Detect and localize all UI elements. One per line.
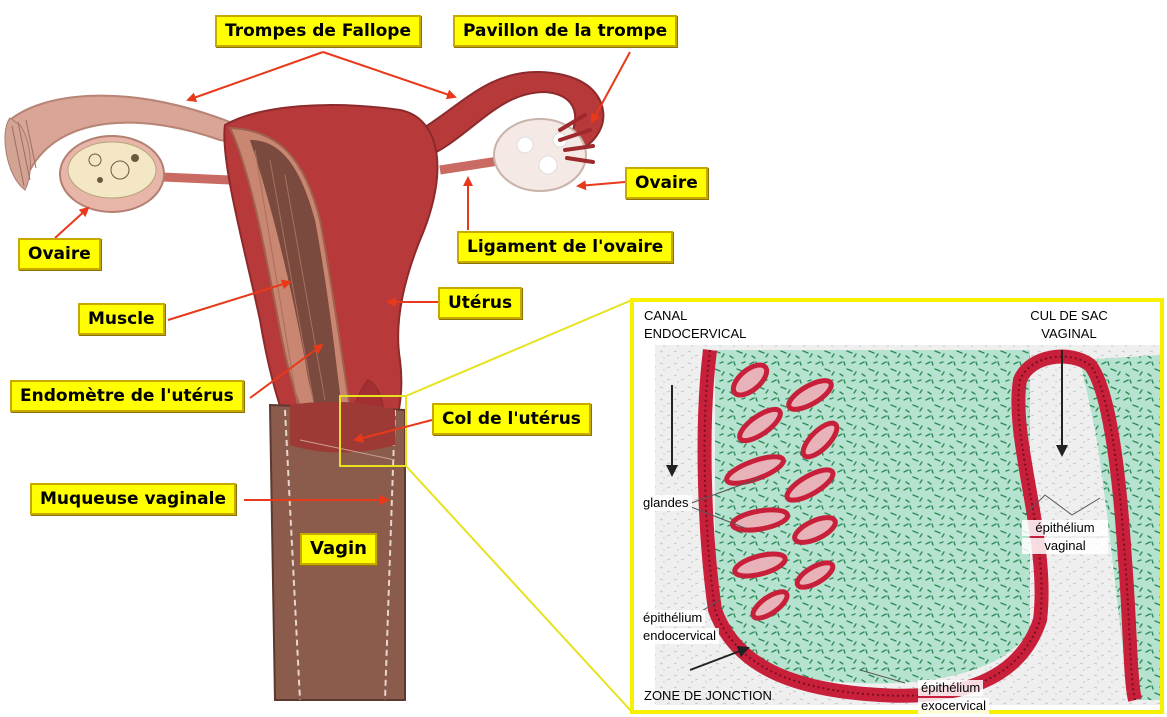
- histology-inset: [632, 300, 1162, 712]
- inset-label-epithelium-exocervical-line1: épithélium: [918, 680, 983, 696]
- label-uterus: Utérus: [438, 287, 522, 319]
- inset-label-cul-de-sac-line2: VAGINAL: [1018, 326, 1120, 342]
- label-ovaire-left: Ovaire: [18, 238, 101, 270]
- inset-label-glandes: glandes: [640, 495, 692, 511]
- inset-label-epithelium-vaginal-line2: vaginal: [1022, 538, 1108, 554]
- label-pavillon-de-la-trompe: Pavillon de la trompe: [453, 15, 677, 47]
- label-endometre: Endomètre de l'utérus: [10, 380, 244, 412]
- left-ovary: [60, 136, 230, 212]
- inset-label-epithelium-exocervical-line2: exocervical: [918, 698, 989, 714]
- label-ligament-de-lovaire: Ligament de l'ovaire: [457, 231, 673, 263]
- inset-label-cul-de-sac-line1: CUL DE SAC: [1018, 308, 1120, 324]
- inset-label-epithelium-endocervical-line2: endocervical: [640, 628, 719, 644]
- label-ovaire-right: Ovaire: [625, 167, 708, 199]
- label-trompes-de-fallope: Trompes de Fallope: [215, 15, 421, 47]
- label-col-de-luterus: Col de l'utérus: [432, 403, 591, 435]
- inset-label-zone-de-jonction: ZONE DE JONCTION: [641, 688, 775, 704]
- zoom-line-bottom: [406, 466, 632, 712]
- inset-label-canal-line2: ENDOCERVICAL: [641, 326, 749, 342]
- inset-label-epithelium-endocervical-line1: épithélium: [640, 610, 705, 626]
- inset-label-canal-line1: CANAL: [641, 308, 690, 324]
- label-muscle: Muscle: [78, 303, 165, 335]
- inset-label-epithelium-vaginal-line1: épithélium: [1022, 520, 1108, 536]
- label-vagin: Vagin: [300, 533, 377, 565]
- label-muqueuse-vaginale: Muqueuse vaginale: [30, 483, 236, 515]
